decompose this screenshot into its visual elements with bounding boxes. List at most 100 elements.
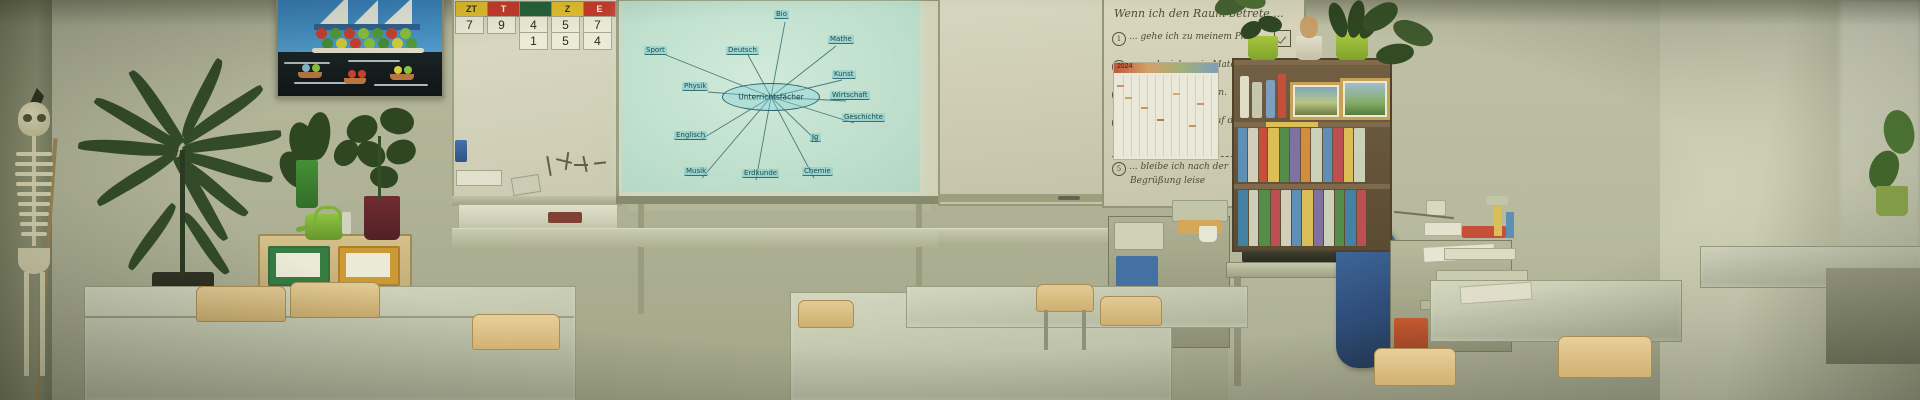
magnet-card-1[interactable]: T [487, 1, 520, 17]
skeleton-leg [24, 272, 29, 376]
mindmap-branch-erdkunde: Erdkunde [742, 169, 780, 178]
framed-picture-image [1345, 83, 1385, 115]
wall-sign [1424, 222, 1462, 236]
framed-picture-image [1295, 87, 1337, 115]
artwork-dot [386, 28, 397, 39]
artwork-dot [364, 38, 375, 49]
wall-ledge-right [938, 230, 1114, 246]
binder [1354, 128, 1365, 182]
framed-picture [1290, 82, 1342, 120]
calendar-cell [1189, 125, 1196, 127]
artwork-dot [336, 38, 347, 49]
binder [1333, 128, 1343, 182]
paper-tray [1444, 248, 1516, 260]
mindmap-branch-mathe: Mathe [828, 35, 854, 44]
magnet-card-2[interactable] [519, 1, 552, 17]
whiteboard-marker[interactable] [1058, 196, 1080, 200]
skeleton-rib [16, 152, 52, 156]
magnet-num-r2c2[interactable]: 1 [519, 32, 548, 50]
mindmap-branch-jg: Jg [810, 133, 821, 142]
artwork-dot [348, 70, 356, 78]
book [1259, 190, 1270, 246]
calendar-header [1114, 63, 1218, 73]
chair-left-3 [472, 314, 560, 350]
magnet-num-r1c1[interactable]: 9 [487, 16, 516, 34]
mindmap-branch-bio: Bio [774, 10, 790, 19]
desk-leg [1234, 276, 1241, 386]
chair-right-1 [1558, 336, 1652, 378]
shelf-strip [1266, 122, 1318, 127]
magnet-card-4[interactable]: E [583, 1, 616, 17]
board-ledge [452, 196, 622, 206]
storage-box-label [276, 253, 320, 277]
book [1281, 190, 1291, 246]
projection-crossbar [630, 204, 930, 211]
skeleton-spine [32, 136, 36, 246]
calendar-cell [1173, 93, 1180, 95]
blue-marker [1506, 212, 1514, 238]
mindmap-branch-physik: Physik [682, 82, 709, 91]
skeleton-pelvis [18, 248, 50, 274]
small-plant-pot [296, 160, 318, 208]
window-cabinet [1826, 268, 1920, 364]
calendar-cell [1141, 107, 1148, 109]
mindmap-center-label: Unterrichtsfächer [738, 92, 804, 102]
chair-mid-2 [1100, 296, 1162, 326]
mindmap-branch-englisch: Englisch [674, 131, 708, 140]
artwork-dot [378, 38, 389, 49]
center-whiteboard[interactable] [938, 0, 1110, 206]
board-eraser[interactable] [455, 140, 467, 162]
mindmap-branch-chemie: Chemie [802, 167, 833, 176]
book [1345, 190, 1356, 246]
skull-eye-right [37, 114, 46, 122]
rule-number-5: 5 [1112, 162, 1126, 176]
artwork-dot [312, 64, 320, 72]
chair-leg [1082, 310, 1086, 350]
skeleton-rib [18, 202, 50, 206]
shelf-plant-pot [1248, 36, 1278, 60]
shelf-board [1234, 184, 1390, 189]
magnet-num-r2c3[interactable]: 5 [551, 32, 580, 50]
artwork-dot [350, 38, 361, 49]
calendar-column [1132, 75, 1141, 157]
magnet-num-r2c4[interactable]: 4 [583, 32, 612, 50]
mindmap-branch-kunst: Kunst [832, 70, 856, 79]
book [1249, 190, 1258, 246]
rule-text-5-cont: Begrüßung leise [1130, 176, 1206, 186]
skeleton-rib [19, 212, 49, 216]
shelf-figurine-base [1296, 36, 1322, 60]
storage-box-label [346, 253, 390, 277]
mindmap-center-ellipse [722, 83, 820, 111]
magnet-num-r1c0[interactable]: 7 [455, 16, 484, 34]
mindmap-branch-deutsch: Deutsch [726, 46, 759, 55]
calendar-column [1164, 75, 1173, 157]
book [1271, 190, 1280, 246]
storage-box-green [268, 246, 330, 286]
calendar-column [1172, 75, 1181, 157]
magnet-card-0[interactable]: ZT [455, 1, 488, 17]
bottle [1252, 82, 1262, 118]
ficus-stem [378, 136, 381, 200]
calendar-column [1180, 75, 1189, 157]
calendar-column [1148, 75, 1157, 157]
yellow-marker [1494, 206, 1502, 236]
calendar-cell [1197, 103, 1204, 105]
book [1335, 190, 1344, 246]
calendar-column [1140, 75, 1149, 157]
radiator [458, 204, 618, 230]
calendar-column [1116, 75, 1125, 157]
calendar-cell [1157, 119, 1164, 121]
skeleton-model [4, 86, 70, 400]
artwork-hull-top [314, 24, 420, 30]
chair-right-2 [1374, 348, 1456, 386]
chair-mid-3 [798, 300, 854, 328]
artwork-dot [358, 28, 369, 39]
projection-screen[interactable]: Unterrichtsfächer Bio Mathe Deutsch Kuns… [622, 2, 920, 192]
skeleton-rib [15, 162, 53, 166]
magnet-card-3[interactable]: Z [551, 1, 584, 17]
mindmap-branch-geschichte: Geschichte [842, 113, 885, 122]
shelf-board [1234, 60, 1390, 65]
projection-stand-right [916, 204, 922, 314]
binder [1268, 128, 1279, 182]
calendar-column [1204, 75, 1213, 157]
